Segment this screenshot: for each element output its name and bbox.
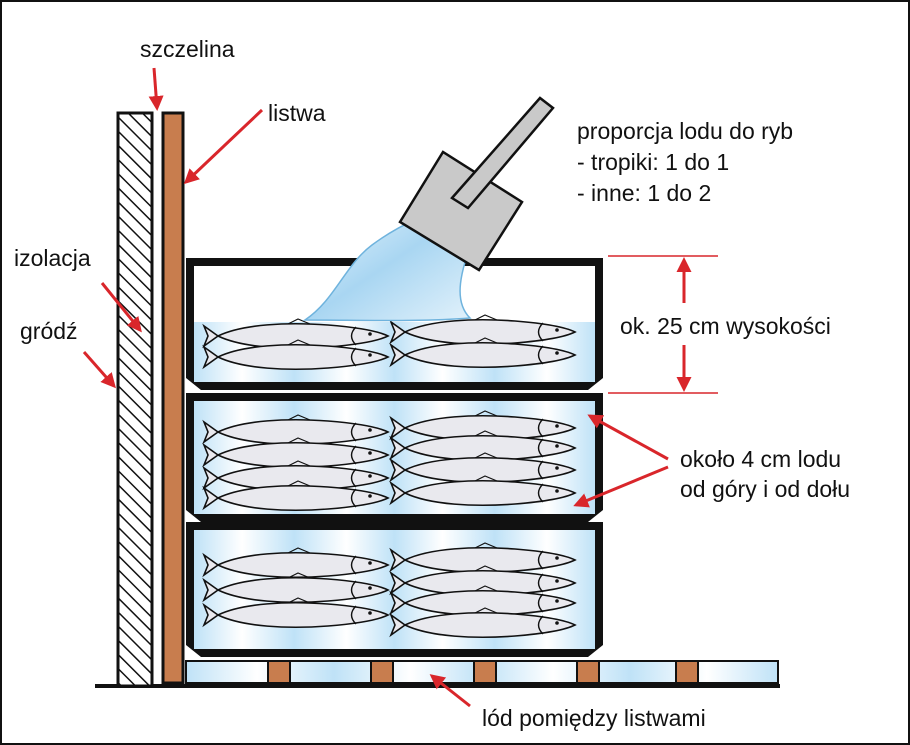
floor-batten-2 xyxy=(370,660,394,684)
label-ice-layer-2: od góry i od dołu xyxy=(680,476,851,502)
floor-batten-1 xyxy=(267,660,291,684)
bulkhead-insulation xyxy=(116,111,154,688)
shovel-icon xyxy=(398,96,555,272)
floor-batten-4 xyxy=(576,660,600,684)
label-bulkhead: gródź xyxy=(20,318,78,344)
label-height: ok. 25 cm wysokości xyxy=(620,313,831,339)
slot-arrow xyxy=(148,67,164,111)
label-insulation: izolacja xyxy=(14,245,91,271)
ice-layer-arrow-top xyxy=(587,414,669,461)
ice-layer-arrow-bottom xyxy=(573,465,669,508)
label-batten: listwa xyxy=(268,100,326,126)
batten-arrow xyxy=(183,108,264,185)
vertical-batten xyxy=(161,111,185,685)
fish-box-top xyxy=(186,258,603,390)
label-ratio-other: - inne: 1 do 2 xyxy=(577,180,712,206)
floor-batten-3 xyxy=(473,660,497,684)
fish-box-bottom xyxy=(186,522,603,657)
label-ratio-title: proporcja lodu do ryb xyxy=(577,118,794,144)
insulation-arrow xyxy=(100,282,142,333)
ice-between-arrow xyxy=(429,674,471,708)
label-ice-between: lód pomiędzy listwami xyxy=(482,705,706,731)
label-slot: szczelina xyxy=(140,36,235,62)
label-ratio-tropics: - tropiki: 1 do 1 xyxy=(577,149,730,175)
label-ice-layer-1: około 4 cm lodu xyxy=(680,446,842,472)
floor-batten-5 xyxy=(675,660,699,684)
fish-box-middle xyxy=(186,393,603,522)
bulkhead-arrow xyxy=(82,351,116,389)
